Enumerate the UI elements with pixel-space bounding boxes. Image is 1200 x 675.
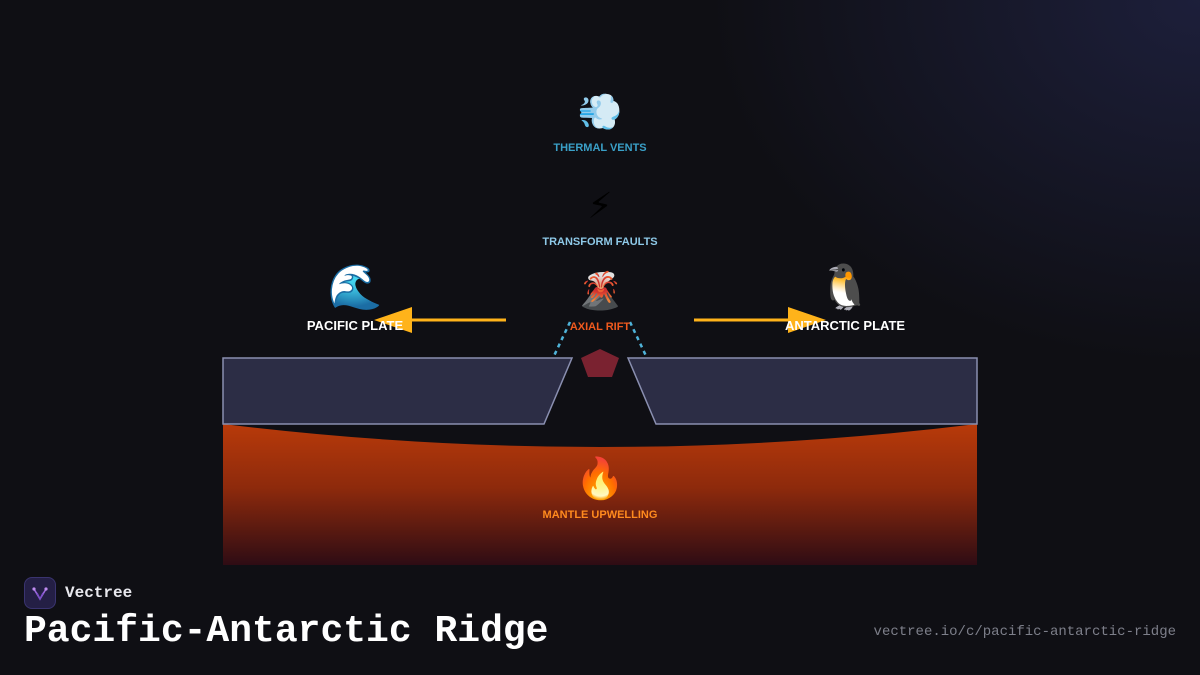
arrow-right: [694, 307, 826, 333]
mantle-upwelling-label: MANTLE UPWELLING: [543, 509, 658, 521]
page-title: Pacific-Antarctic Ridge: [24, 610, 549, 653]
pacific-plate-block: [222, 357, 574, 425]
mantle-layer: [223, 424, 977, 565]
wave-icon: 🌊: [328, 262, 383, 313]
pacific-plate-label: PACIFIC PLATE: [307, 318, 404, 333]
transform-faults-label: TRANSFORM FAULTS: [542, 236, 657, 248]
rift-line-left: [551, 321, 572, 359]
antarctic-plate-label: ANTARCTIC PLATE: [785, 318, 905, 333]
wind-icon: 💨: [578, 92, 623, 133]
antarctic-plate-block: [626, 357, 978, 425]
lightning-icon: ⚡: [587, 186, 612, 227]
arrow-left: [374, 307, 506, 333]
thermal-vents-label: THERMAL VENTS: [553, 142, 646, 154]
rift-line-right: [628, 321, 649, 359]
brand: Vectree: [24, 577, 132, 609]
penguin-icon: 🐧: [818, 262, 873, 313]
fire-icon: 🔥: [575, 455, 625, 502]
magma-chamber: [581, 349, 619, 377]
volcano-icon: 🌋: [578, 270, 623, 312]
axial-rift-label: AXIAL RIFT: [570, 321, 631, 333]
vectree-logo-icon: [24, 577, 56, 609]
page-url[interactable]: vectree.io/c/pacific-antarctic-ridge: [873, 624, 1176, 640]
brand-name: Vectree: [65, 584, 133, 602]
